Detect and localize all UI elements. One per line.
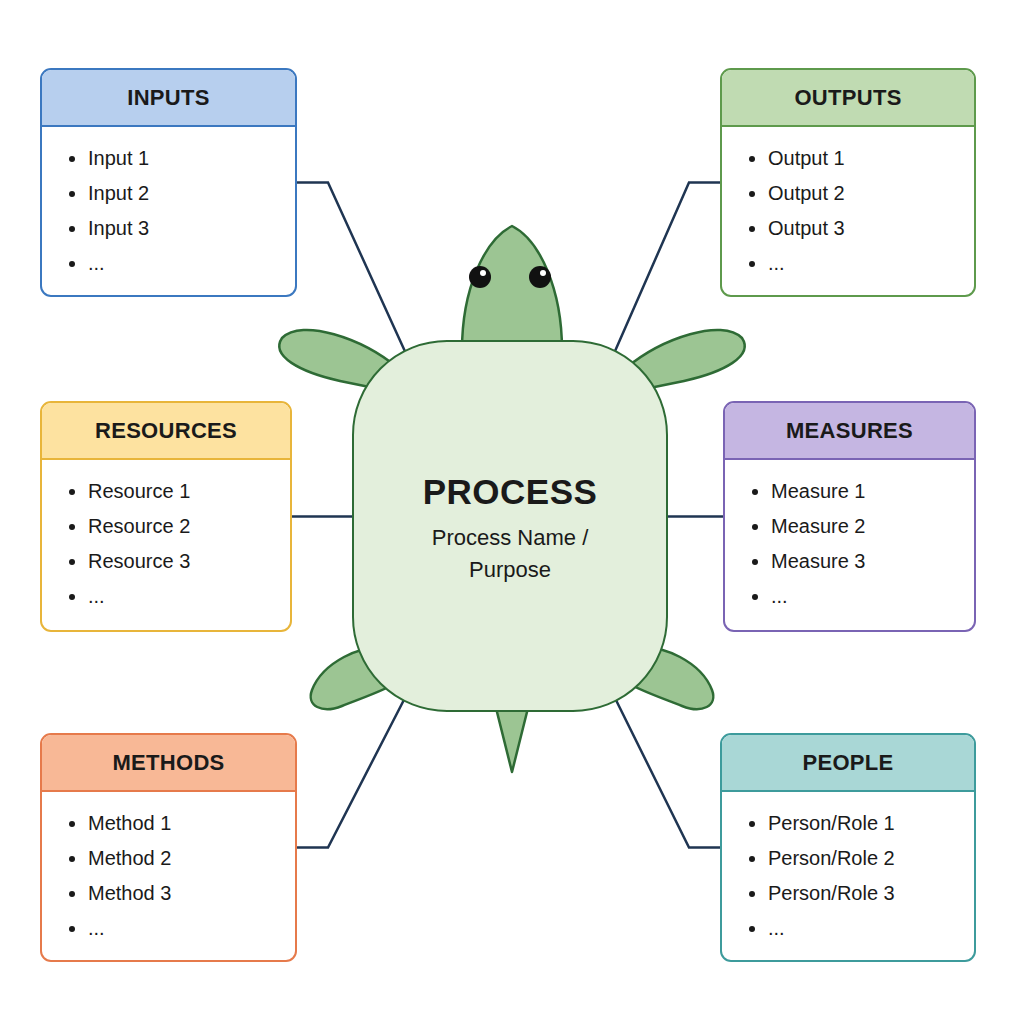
- item-list: Measure 1Measure 2Measure 3...: [725, 460, 974, 614]
- box-heading: METHODS: [42, 735, 295, 792]
- list-item: Measure 2: [749, 509, 974, 544]
- category-box: RESOURCESResource 1Resource 2Resource 3.…: [40, 401, 292, 632]
- connector-line: [612, 183, 720, 359]
- box-heading: PEOPLE: [722, 735, 974, 792]
- connector-line: [297, 183, 408, 359]
- list-item: Input 3: [66, 211, 295, 246]
- turtle-eye: [529, 266, 551, 288]
- list-item: Resource 2: [66, 509, 290, 544]
- item-list: Person/Role 1Person/Role 2Person/Role 3.…: [722, 792, 974, 946]
- list-item: Method 3: [66, 876, 295, 911]
- list-item: ...: [746, 246, 974, 281]
- list-item: Person/Role 3: [746, 876, 974, 911]
- eye-highlight: [540, 270, 546, 276]
- category-box: INPUTSInput 1Input 2Input 3...: [40, 68, 297, 297]
- list-item: Person/Role 2: [746, 841, 974, 876]
- process-shell: PROCESS Process Name / Purpose: [352, 340, 668, 712]
- list-item: Output 2: [746, 176, 974, 211]
- list-item: ...: [66, 911, 295, 946]
- item-list: Method 1Method 2Method 3...: [42, 792, 295, 946]
- item-list: Output 1Output 2Output 3...: [722, 127, 974, 281]
- item-list: Resource 1Resource 2Resource 3...: [42, 460, 290, 614]
- eye-highlight: [480, 270, 486, 276]
- list-item: Method 1: [66, 806, 295, 841]
- category-box: MEASURESMeasure 1Measure 2Measure 3...: [723, 401, 976, 632]
- connector-line: [297, 692, 408, 848]
- list-item: Measure 1: [749, 474, 974, 509]
- list-item: Resource 1: [66, 474, 290, 509]
- list-item: ...: [749, 579, 974, 614]
- list-item: Person/Role 1: [746, 806, 974, 841]
- connector-line: [668, 515, 723, 518]
- process-purpose: Process Name / Purpose: [415, 522, 605, 586]
- box-heading: OUTPUTS: [722, 70, 974, 127]
- list-item: ...: [746, 911, 974, 946]
- list-item: Measure 3: [749, 544, 974, 579]
- item-list: Input 1Input 2Input 3...: [42, 127, 295, 281]
- turtle-eye: [469, 266, 491, 288]
- box-heading: RESOURCES: [42, 403, 290, 460]
- list-item: Method 2: [66, 841, 295, 876]
- process-title: PROCESS: [423, 472, 598, 512]
- list-item: Input 2: [66, 176, 295, 211]
- list-item: Output 1: [746, 141, 974, 176]
- category-box: OUTPUTSOutput 1Output 2Output 3...: [720, 68, 976, 297]
- category-box: METHODSMethod 1Method 2Method 3...: [40, 733, 297, 962]
- list-item: Output 3: [746, 211, 974, 246]
- turtle-head: [462, 226, 562, 350]
- connector-line: [612, 692, 720, 848]
- list-item: Input 1: [66, 141, 295, 176]
- list-item: ...: [66, 579, 290, 614]
- list-item: ...: [66, 246, 295, 281]
- category-box: PEOPLEPerson/Role 1Person/Role 2Person/R…: [720, 733, 976, 962]
- box-heading: INPUTS: [42, 70, 295, 127]
- list-item: Resource 3: [66, 544, 290, 579]
- connector-line: [292, 515, 352, 518]
- box-heading: MEASURES: [725, 403, 974, 460]
